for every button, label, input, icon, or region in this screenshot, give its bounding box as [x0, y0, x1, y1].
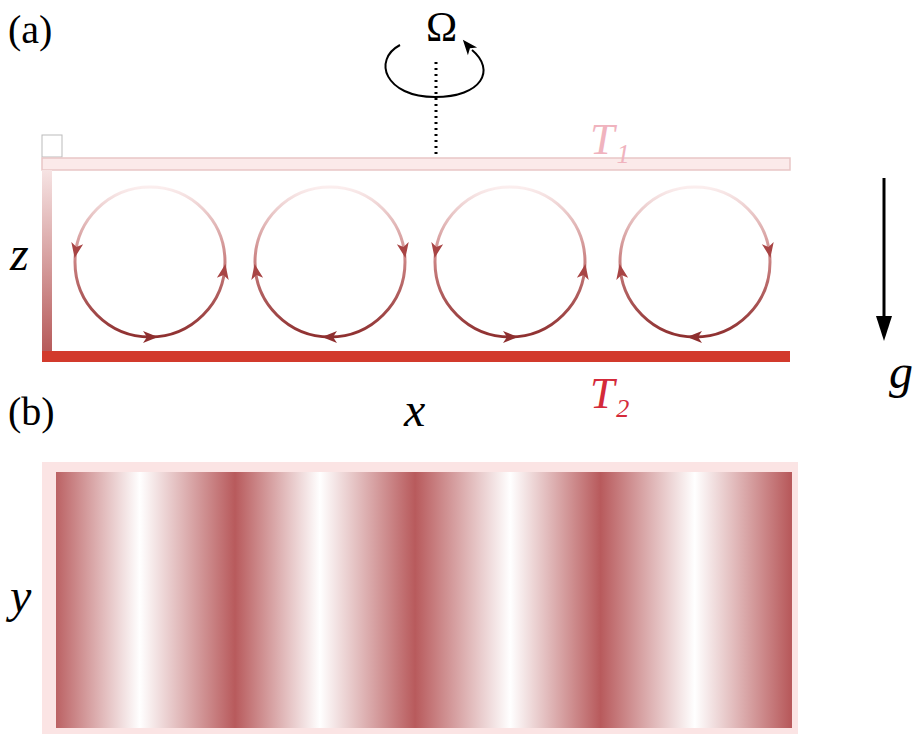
temperature-label: T₁ [590, 115, 630, 164]
gravity-label-box: g [889, 348, 913, 396]
rotation-label-box: Ω [426, 6, 457, 48]
rotation-label: Ω [426, 4, 457, 50]
corner-mark [42, 135, 62, 157]
top-plate [42, 158, 790, 170]
temperature-label-box: T₁ [590, 118, 630, 162]
panel-letter-box: (b) [8, 392, 55, 432]
axis-label: z [10, 227, 29, 280]
axis-label-box: y [10, 572, 31, 620]
axis-label-box: x [404, 386, 425, 434]
panel-letter: (b) [8, 389, 55, 434]
rotation-axis [435, 62, 438, 157]
temperature-stripes [56, 472, 792, 728]
convection-rolls [75, 187, 770, 337]
flow-arrowheads [69, 242, 777, 343]
axis-label: y [10, 569, 31, 622]
temperature-label-box: T₂ [590, 372, 630, 416]
axis-label: x [404, 383, 425, 436]
gravity-arrow [876, 178, 892, 341]
panel-letter-box: (a) [8, 10, 52, 50]
temperature-label: T₂ [590, 369, 630, 418]
axis-label-box: z [10, 230, 29, 278]
bottom-plate [42, 351, 790, 362]
panel-letter: (a) [8, 7, 52, 52]
panel-frame [42, 462, 798, 734]
height-axis [42, 170, 52, 352]
gravity-label: g [889, 345, 913, 398]
